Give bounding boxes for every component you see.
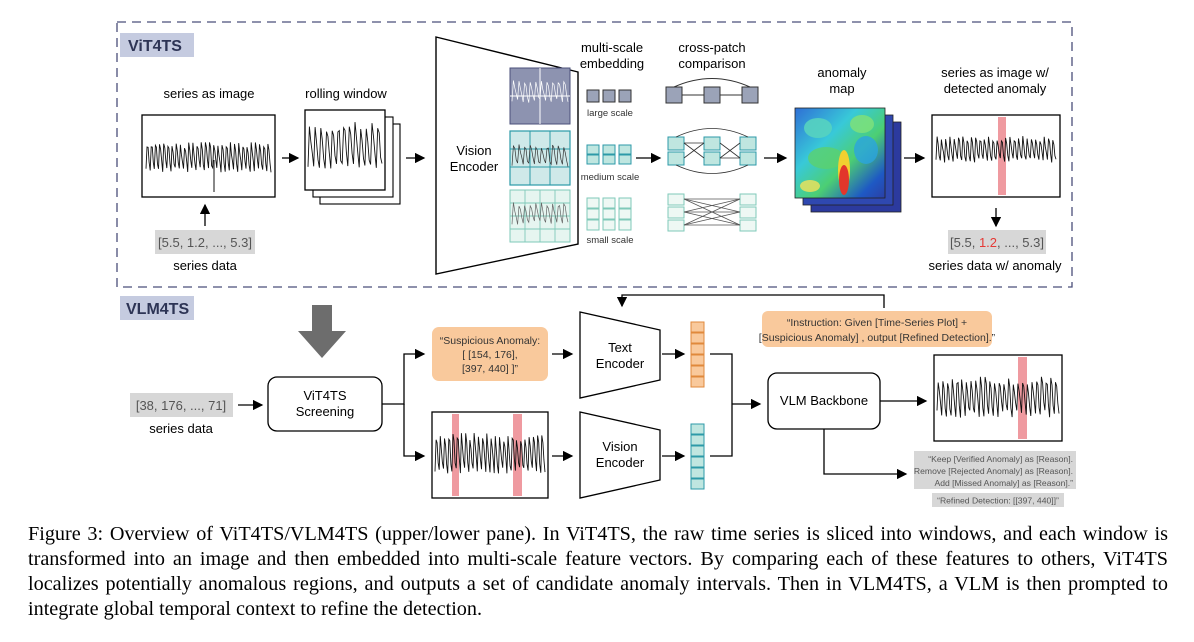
large-scale-label: large scale: [587, 108, 633, 119]
medium-scale-embeddings: [586, 144, 632, 165]
anomaly-map-label-line2: map: [829, 81, 854, 96]
token-merge-line: [710, 353, 733, 457]
suspicious-band-1: [452, 414, 459, 496]
window-waveform: [307, 122, 383, 169]
reasoning-line1: “Keep [Verified Anomaly] as [Reason].: [928, 454, 1073, 464]
small-scale-embeddings: [586, 197, 632, 231]
text-encoder-line1: Text: [608, 340, 632, 355]
vlm-vision-encoder-line1: Vision: [602, 439, 637, 454]
figure-caption: Figure 3: Overview of ViT4TS/VLM4TS (upp…: [28, 523, 1168, 620]
small-scale-label: small scale: [587, 235, 634, 246]
reasoning-box: [914, 451, 1076, 489]
text-encoder-line2: Encoder: [596, 356, 645, 371]
detected-label-line1: series as image w/: [941, 65, 1049, 80]
comparison-label-line2: comparison: [678, 56, 745, 71]
text-token-column: [690, 321, 705, 388]
screening-line1: ViT4TS: [303, 388, 346, 403]
detected-anomaly-band: [998, 117, 1006, 195]
vlm4ts-title-bg: [120, 296, 194, 320]
large-scale-comparison: [665, 78, 759, 104]
comparison-label-line1: cross-patch: [678, 40, 745, 55]
medium-scale-comparison: [667, 128, 757, 174]
vision-token-column: [690, 423, 705, 490]
anomaly-heatmap: [794, 107, 902, 213]
vlm4ts-title: VLM4TS: [126, 301, 189, 318]
arrow-instruction-feedback: [616, 294, 885, 308]
refined-waveform: [936, 376, 1060, 418]
patch-grid-small: [509, 189, 571, 243]
detected-waveform: [935, 136, 1057, 163]
series-data-box: [155, 230, 255, 254]
embedding-label-line2: embedding: [580, 56, 644, 71]
refined-detection-box: [932, 493, 1064, 507]
arrow-screening-to-plot: [403, 404, 426, 462]
instruction-line1: “Instruction: Given [Time-Series Plot] +: [787, 317, 967, 329]
vit4ts-title-bg: [120, 33, 194, 57]
diagram-canvas: ViT4TS series as image rolling window [5…: [116, 21, 1076, 507]
large-scale-embeddings: [586, 89, 632, 103]
embedding-label-line1: multi-scale: [581, 40, 643, 55]
suspicious-line1: “Suspicious Anomaly:: [440, 335, 540, 347]
refined-detection-text: “Refined Detection: [[397, 440]]”: [937, 496, 1059, 506]
detected-label-line2: detected anomaly: [944, 81, 1047, 96]
vit4ts-encoder-line1: Vision: [456, 143, 491, 158]
output-data-label: series data w/ anomaly: [929, 258, 1062, 273]
big-down-arrow: [298, 305, 346, 358]
anomaly-map-label-line1: anomaly: [817, 65, 867, 80]
suspicious-waveform: [434, 433, 546, 474]
series-as-image-label: series as image: [163, 86, 254, 101]
vlm-series-data-label: series data: [149, 421, 213, 436]
refined-result-plot: [933, 354, 1063, 442]
series-data-values: [5.5, 1.2, ..., 5.3]: [158, 235, 252, 250]
patch-grid-large: [509, 67, 571, 125]
vlm-vision-encoder: [579, 411, 661, 499]
rolling-window-label: rolling window: [305, 86, 387, 101]
vit4ts-title: ViT4TS: [128, 38, 182, 55]
suspicious-plot: [431, 411, 549, 499]
output-data-values: [5.5, 1.2, ..., 5.3]: [950, 235, 1044, 250]
arrow-screening-to-suspicious: [382, 348, 426, 405]
patch-grid-medium: [509, 130, 571, 186]
small-scale-comparison: [667, 193, 757, 232]
suspicious-anomaly-box: [432, 327, 548, 381]
arrow-backbone-to-reasoning: [823, 429, 908, 480]
vit4ts-pane-frame: [116, 21, 1073, 288]
reasoning-line3: Add [Missed Anomaly] as [Reason].”: [934, 478, 1073, 488]
series-waveform: [145, 142, 272, 173]
medium-scale-label: medium scale: [581, 172, 640, 183]
series-data-label: series data: [173, 258, 237, 273]
reasoning-line2: Remove [Rejected Anomaly] as [Reason].: [914, 466, 1073, 476]
suspicious-line2: [ [154, 176],: [462, 349, 517, 361]
vit4ts-encoder-line2: Encoder: [450, 159, 499, 174]
refined-anomaly-band: [1018, 357, 1027, 439]
screening-line2: Screening: [296, 404, 355, 419]
instruction-line2: [Suspicious Anomaly] , output [Refined D…: [759, 332, 996, 344]
suspicious-band-2: [513, 414, 522, 496]
vlm-backbone-label: VLM Backbone: [780, 393, 868, 408]
vlm-vision-encoder-line2: Encoder: [596, 455, 645, 470]
vlm-series-data-values: [38, 176, ..., 71]: [136, 398, 226, 413]
output-data-box: [948, 230, 1046, 254]
suspicious-line3: [397, 440] ]”: [462, 363, 519, 375]
instruction-box: [762, 311, 992, 347]
text-encoder: [579, 311, 661, 399]
architecture-diagram: ViT4TS series as image rolling window [5…: [116, 21, 1076, 507]
vlm-series-data-box: [130, 393, 233, 417]
